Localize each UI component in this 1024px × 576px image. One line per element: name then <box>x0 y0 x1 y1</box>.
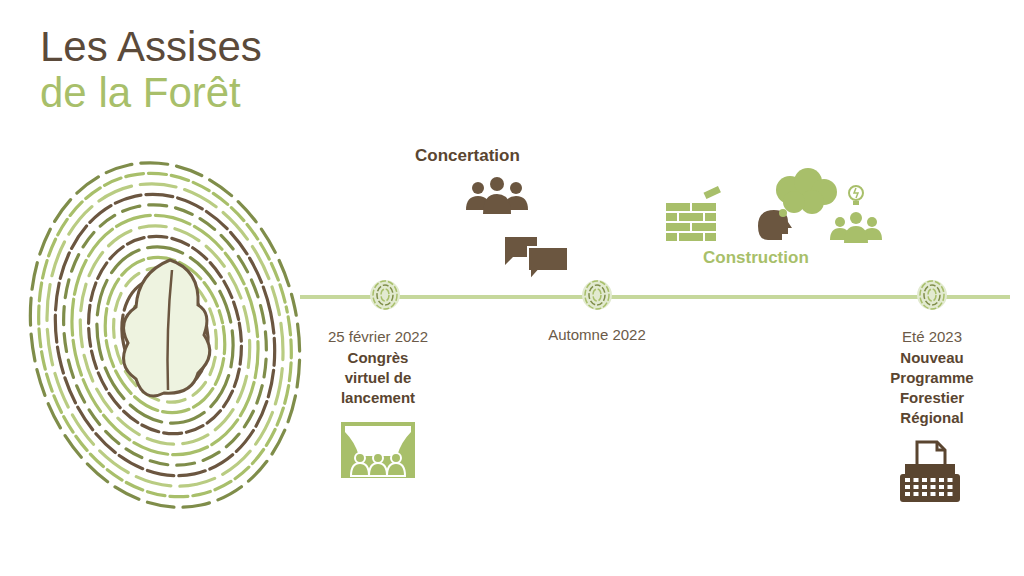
diagram-title: Les Assises de la Forêt <box>40 24 290 116</box>
typewriter-key <box>948 478 953 482</box>
fingerprint-leaf <box>0 137 331 532</box>
marker-ring <box>585 281 609 309</box>
brick-wall-icon <box>665 185 722 242</box>
timeline-marker <box>917 280 947 310</box>
fingerprint-ring <box>101 258 228 412</box>
typewriter-key <box>931 478 936 482</box>
thinking-head-icon <box>758 168 837 240</box>
fingerprint-ring <box>20 162 311 509</box>
typewriter-key <box>922 478 927 482</box>
typewriter-key <box>948 492 953 496</box>
date-label: Automne 2022 <box>548 326 646 343</box>
marker-ring <box>928 289 936 301</box>
fingerprint-ring <box>61 210 270 460</box>
typewriter-key <box>905 485 910 489</box>
marker-ring <box>920 281 944 309</box>
marker-ring <box>924 285 940 305</box>
typewriter-key <box>939 485 944 489</box>
marker-ring <box>589 285 605 305</box>
leaf-outline <box>124 260 210 396</box>
typewriter-icon <box>900 442 960 502</box>
date-label: Eté 2023 <box>902 328 962 345</box>
phase-label: Concertation <box>415 146 520 166</box>
typewriter-key <box>914 485 919 489</box>
typewriter-key <box>922 492 927 496</box>
typewriter-key <box>931 485 936 489</box>
typewriter-key <box>939 478 944 482</box>
milestone-label: Congrès virtuel de lancement <box>326 348 430 408</box>
fingerprint-ring <box>30 174 300 497</box>
typewriter-key <box>914 492 919 496</box>
chat-icon <box>505 237 568 280</box>
timeline-line <box>300 295 1010 299</box>
milestone-label: Nouveau Programme Forestier Régional <box>880 348 984 428</box>
theater-icon <box>341 422 415 478</box>
timeline-marker <box>582 280 612 310</box>
timeline-marker <box>370 280 400 310</box>
typewriter-key <box>931 492 936 496</box>
typewriter-key <box>939 492 944 496</box>
marker-ring <box>381 289 389 301</box>
marker-ring <box>377 285 393 305</box>
people-icon <box>466 177 528 214</box>
leaf-vein <box>168 270 173 390</box>
phase-label: Construction <box>703 248 809 268</box>
typewriter-key <box>922 485 927 489</box>
typewriter-key <box>905 492 910 496</box>
fingerprint-rings <box>0 137 331 532</box>
fingerprint-ring <box>0 137 331 532</box>
date-label: 25 février 2022 <box>328 328 428 345</box>
idea-group-icon <box>830 186 882 243</box>
typewriter-key <box>905 478 910 482</box>
typewriter-key <box>914 478 919 482</box>
marker-ring <box>373 281 397 309</box>
typewriter-key <box>948 485 953 489</box>
timeline-markers <box>370 280 947 310</box>
fingerprint-ring <box>9 150 320 521</box>
marker-ring <box>593 289 601 301</box>
